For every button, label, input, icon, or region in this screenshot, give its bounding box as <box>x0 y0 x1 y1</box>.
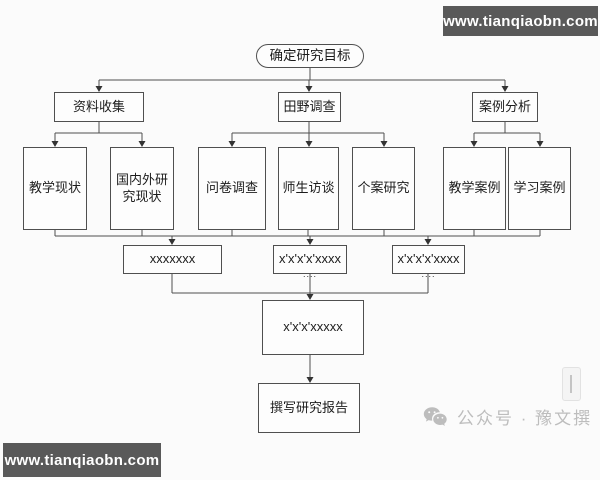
node-domestic-foreign-research: 国内外研究现状 <box>110 147 174 230</box>
node-teaching-case: 教学案例 <box>443 147 506 230</box>
node-write-research-report: 撰写研究报告 <box>258 383 360 433</box>
node-questionnaire-survey: 问卷调查 <box>198 147 266 230</box>
node-research-goal: 确定研究目标 <box>256 44 364 68</box>
node-summary-2: x'x'x'x'xxxx .... <box>273 245 347 279</box>
scroll-indicator <box>562 367 581 401</box>
summary-3-label: x'x'x'x'xxxx <box>397 251 460 267</box>
summary-2-label: x'x'x'x'xxxx <box>279 251 341 267</box>
node-teacher-student-interview: 师生访谈 <box>278 147 339 230</box>
watermark-top-right: www.tianqiaobn.com <box>443 6 598 36</box>
node-case-analysis: 案例分析 <box>472 92 538 122</box>
node-data-collection: 资料收集 <box>54 92 144 122</box>
node-synthesis: x'x'x'xxxxx <box>262 300 364 355</box>
wechat-watermark: 公众号 · 豫文撰 <box>422 404 592 429</box>
summary-2-ellipsis: .... <box>302 269 317 279</box>
node-teaching-status: 教学现状 <box>23 147 87 230</box>
node-learning-case: 学习案例 <box>508 147 571 230</box>
node-field-survey: 田野调查 <box>278 92 341 122</box>
node-case-study: 个案研究 <box>352 147 415 230</box>
summary-3-ellipsis: .... <box>421 269 436 279</box>
node-summary-1: xxxxxxx <box>123 245 222 274</box>
watermark-bottom-left: www.tianqiaobn.com <box>3 443 161 477</box>
wechat-icon <box>422 406 448 428</box>
node-summary-3: x'x'x'x'xxxx .... <box>392 245 465 279</box>
wechat-label: 公众号 · 豫文撰 <box>457 409 593 428</box>
